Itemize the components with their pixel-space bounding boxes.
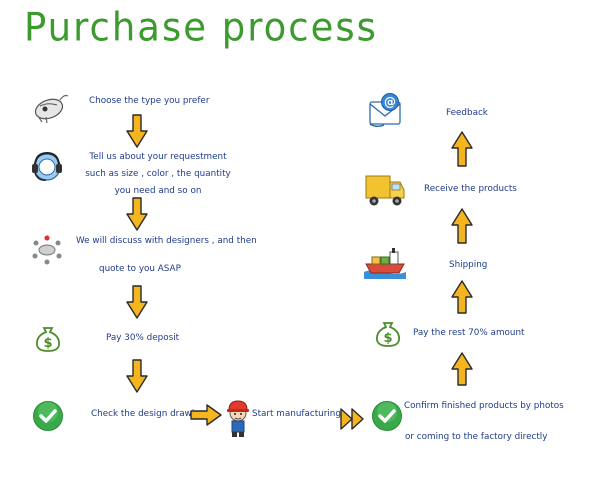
money-bag-icon: $ bbox=[36, 327, 60, 352]
up-arrow-3 bbox=[451, 208, 473, 244]
email-icon: @ bbox=[369, 93, 401, 128]
right-arrow-2 bbox=[340, 408, 364, 430]
green-checkmark-icon bbox=[372, 401, 402, 431]
green-checkmark-icon bbox=[33, 401, 63, 431]
up-arrow-1 bbox=[451, 352, 473, 386]
step-pay-deposit: Pay 30% deposit bbox=[106, 333, 180, 343]
right-arrow-1 bbox=[190, 404, 222, 426]
page-title: Purchase process bbox=[24, 4, 378, 51]
down-arrow-1 bbox=[126, 114, 148, 148]
step-check-design: Check the design drawing bbox=[91, 409, 206, 419]
step-tell-line-3: you need and so on bbox=[114, 186, 202, 196]
down-arrow-3 bbox=[126, 285, 148, 319]
cargo-ship-icon bbox=[364, 248, 406, 279]
svg-text:$: $ bbox=[383, 331, 392, 346]
computer-mouse-icon bbox=[34, 94, 69, 124]
step-feedback: Feedback bbox=[446, 108, 488, 118]
up-arrow-4 bbox=[451, 131, 473, 167]
step-choose-type: Choose the type you prefer bbox=[89, 96, 210, 106]
step-confirm-line-2: or coming to the factory directly bbox=[405, 432, 548, 442]
worker-helmet-icon bbox=[227, 400, 249, 437]
customer-service-headset-icon bbox=[32, 151, 62, 181]
svg-text:@: @ bbox=[384, 95, 396, 109]
step-confirm-line-1: Confirm finished products by photos bbox=[404, 401, 564, 411]
money-bag-icon: $ bbox=[376, 322, 400, 347]
step-pay-rest: Pay the rest 70% amount bbox=[413, 328, 525, 338]
delivery-truck-icon bbox=[365, 175, 405, 206]
team-meeting-icon bbox=[32, 235, 62, 265]
step-start-manufacturing: Start manufacturing bbox=[252, 409, 341, 419]
step-receive-products: Receive the products bbox=[424, 184, 517, 194]
step-shipping: Shipping bbox=[449, 260, 488, 270]
step-tell-line-1: Tell us about your requestment bbox=[89, 152, 227, 162]
step-tell-line-2: such as size , color , the quantity bbox=[85, 169, 231, 179]
svg-text:$: $ bbox=[43, 336, 52, 351]
down-arrow-4 bbox=[126, 359, 148, 393]
step-discuss-line-1: We will discuss with designers , and the… bbox=[76, 236, 257, 246]
step-discuss-line-2: quote to you ASAP bbox=[99, 264, 181, 274]
up-arrow-2 bbox=[451, 280, 473, 314]
step-tell-requirement: Tell us about your requestment such as s… bbox=[76, 149, 240, 200]
down-arrow-2 bbox=[126, 197, 148, 231]
